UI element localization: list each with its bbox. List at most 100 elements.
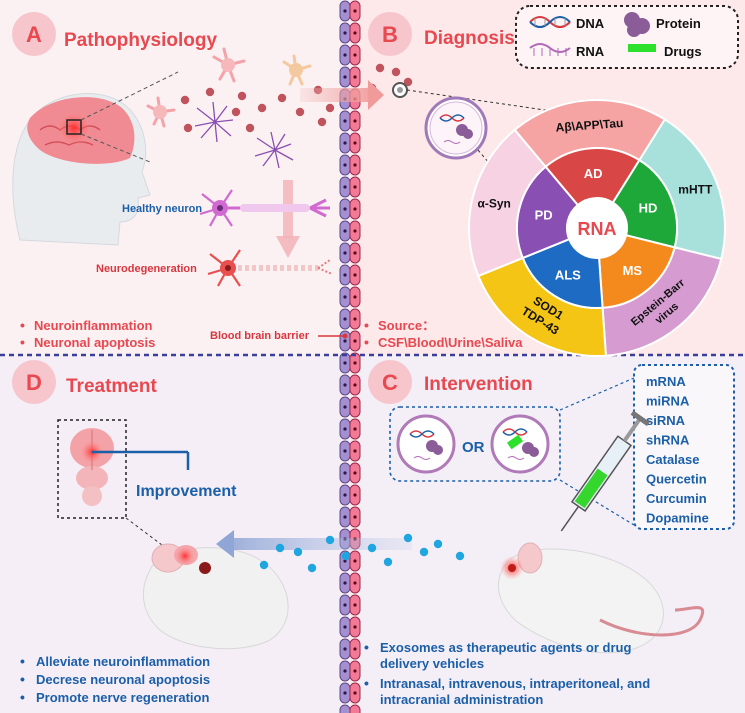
source-label: Source：: [378, 318, 435, 333]
exosome-dot: [307, 563, 317, 573]
legend-drugs: Drugs: [664, 44, 702, 59]
panel-d-title: Treatment: [66, 376, 157, 397]
exosome-dot: [180, 95, 190, 105]
bullet-dot: •: [364, 675, 369, 691]
wheel-hub: [567, 198, 627, 258]
exosome-dot: [391, 67, 401, 77]
bbb-nucleus: [343, 207, 347, 211]
exosome-dot: [183, 123, 193, 133]
bbb-nucleus: [343, 9, 347, 13]
bullet-dot: •: [20, 689, 25, 705]
bbb-nucleus: [343, 75, 347, 79]
zoom-line: [559, 479, 635, 526]
brain-zoom-box: [57, 419, 127, 519]
legend-protein: Protein: [656, 16, 701, 31]
bbb-nucleus: [353, 229, 357, 233]
exosome-dot: [205, 87, 215, 97]
exosome-dot: [259, 560, 269, 570]
legend-dna: DNA: [576, 16, 605, 31]
cargo-item: Catalase: [646, 452, 699, 467]
bbb-nucleus: [343, 427, 347, 431]
zoom-line: [559, 377, 635, 411]
bbb-nucleus: [343, 405, 347, 409]
bbb-nucleus: [343, 559, 347, 563]
bbb-nucleus: [343, 581, 347, 585]
neurodegeneration-label: Neurodegeneration: [96, 263, 197, 275]
wheel-inner-label: ALS: [555, 268, 581, 283]
bbb-nucleus: [343, 53, 347, 57]
delivery-arrow-shaft: [232, 538, 412, 550]
drugs-icon: [628, 44, 656, 52]
bbb-nucleus: [353, 207, 357, 211]
bbb-nucleus: [343, 603, 347, 607]
wheel-outer-label: α-Syn: [477, 196, 510, 210]
panel-a-bullet: Neuronal apoptosis: [34, 335, 155, 350]
panel-b-letter: B: [382, 22, 398, 47]
exosome-dot: [275, 543, 285, 553]
panel-c-letter: C: [382, 370, 398, 395]
exosome-dot: [325, 535, 335, 545]
exosome-target-core: [397, 87, 403, 93]
bbb-nucleus: [343, 295, 347, 299]
bbb-nucleus: [353, 31, 357, 35]
cargo-item: mRNA: [646, 374, 686, 389]
bbb-nucleus: [343, 691, 347, 695]
panel-c-bullet: delivery vehicles: [380, 656, 484, 671]
panel-c-bullet: Intranasal, intravenous, intraperitoneal…: [380, 676, 650, 691]
exosome-dot: [231, 107, 241, 117]
exosome-dot: [367, 543, 377, 553]
bbb-pointer-dot: [342, 333, 348, 339]
bbb-nucleus: [353, 273, 357, 277]
bbb-nucleus: [353, 361, 357, 365]
bbb-nucleus: [353, 449, 357, 453]
bbb-nucleus: [343, 185, 347, 189]
wheel-inner-label: PD: [535, 208, 553, 223]
bbb-nucleus: [353, 647, 357, 651]
bbb-nucleus: [353, 471, 357, 475]
panel-b-title: Diagnosis: [424, 28, 515, 49]
source-value: CSF\Blood\Urine\Saliva: [378, 335, 523, 350]
astrocyte-icon: [194, 101, 294, 169]
human-head-icon: [12, 71, 179, 246]
cargo-list: mRNAmiRNAsiRNAshRNACatalaseQuercetinCurc…: [646, 374, 709, 526]
zoom-line: [477, 149, 496, 171]
microglia-icon: [146, 47, 312, 128]
bbb-nucleus: [343, 339, 347, 343]
exosome-dot: [433, 539, 443, 549]
wheel-inner-label: AD: [584, 166, 603, 181]
or-label: OR: [462, 439, 485, 456]
bbb-nucleus: [343, 361, 347, 365]
bbb-nucleus: [343, 141, 347, 145]
panel-d-bullet: Promote nerve regeneration: [36, 690, 209, 705]
bbb-nucleus: [343, 163, 347, 167]
bbb-nucleus: [343, 515, 347, 519]
bbb-nucleus: [353, 339, 357, 343]
bbb-nucleus: [353, 691, 357, 695]
cargo-item: miRNA: [646, 394, 690, 409]
panel-a-badge: [12, 12, 56, 56]
wheel-center-label: RNA: [578, 219, 617, 239]
panel-c-title: Intervention: [424, 374, 533, 395]
blood-brain-barrier: [339, 0, 361, 713]
panel-a-title: Pathophysiology: [64, 30, 218, 51]
panel-d-bullet: Decrese neuronal apoptosis: [36, 672, 210, 687]
syringe-icon: [560, 410, 650, 532]
exosome-dot: [245, 123, 255, 133]
mouse-brain-icon: [70, 428, 114, 506]
bullet-dot: •: [20, 317, 25, 333]
right-arrow-shaft: [300, 88, 370, 102]
panel-d-letter: D: [26, 370, 42, 395]
exosome-dot: [295, 107, 305, 117]
bbb-nucleus: [343, 119, 347, 123]
bbb-nucleus: [343, 493, 347, 497]
cargo-item: Curcumin: [646, 491, 707, 506]
exosome-dot: [455, 551, 465, 561]
healthy-neuron-icon: [199, 189, 330, 227]
bbb-nucleus: [353, 603, 357, 607]
bbb-nucleus: [343, 273, 347, 277]
degenerating-neuron-icon: [207, 249, 333, 287]
bbb-nucleus: [343, 229, 347, 233]
bbb-nucleus: [353, 185, 357, 189]
bullet-dot: •: [20, 671, 25, 687]
